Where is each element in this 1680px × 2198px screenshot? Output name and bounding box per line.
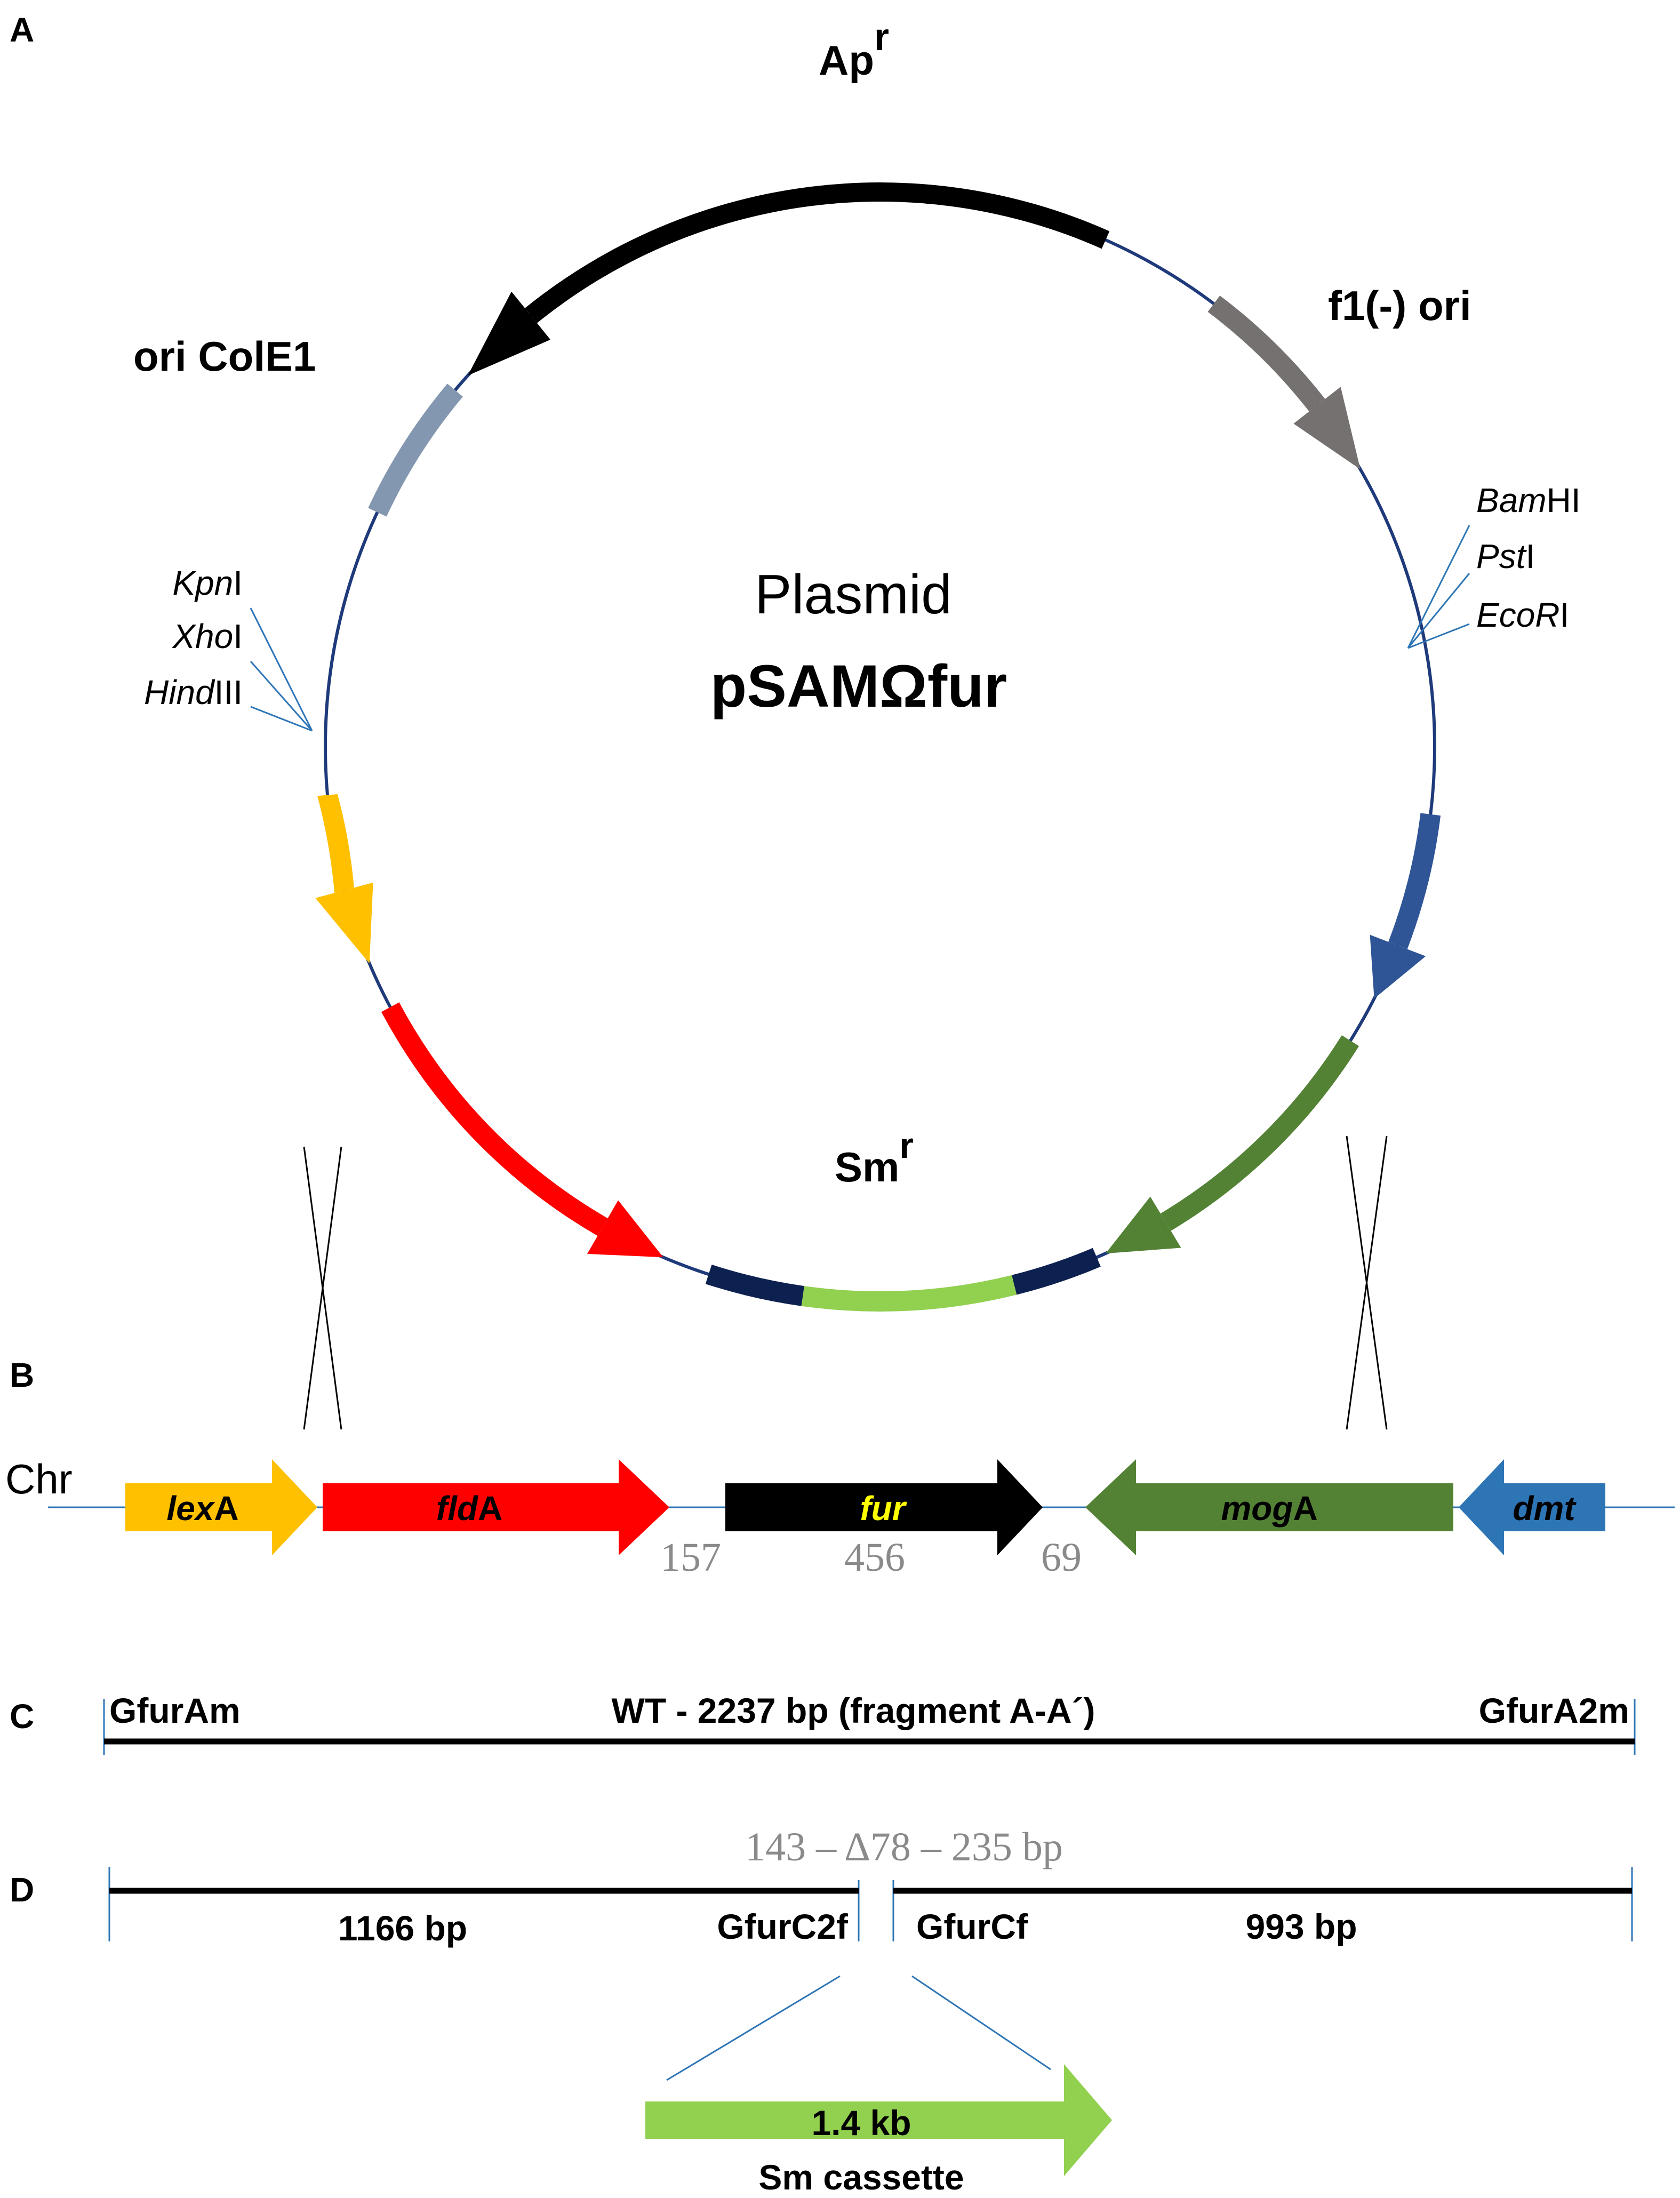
site-psti: PstI (1476, 537, 1535, 576)
red-gene-arrowhead (587, 1200, 663, 1258)
site-pointer (250, 661, 313, 731)
wt-fragment-title: WT - 2237 bp (fragment A-A´) (612, 1691, 1095, 1730)
primer-gfurcf: GfurCf (916, 1907, 1028, 1946)
green-gene-arc (1160, 1035, 1359, 1231)
site-pointer (250, 706, 313, 732)
spacer-length-157: 157 (660, 1535, 721, 1580)
spacer-length-69: 69 (1041, 1535, 1082, 1580)
site-xhoi: XhoI (171, 617, 243, 656)
red-gene-arc (381, 1002, 608, 1236)
f1-ori-label: f1(-) ori (1328, 282, 1471, 329)
restriction-sites-left: KpnI XhoI HindIII (144, 564, 313, 732)
panel-label-a: A (10, 11, 34, 49)
plasmid-name: pSAMΩfur (710, 653, 1007, 720)
site-bamhi: BamHI (1476, 481, 1581, 519)
site-pointer (250, 608, 313, 731)
site-ecori: EcoRI (1476, 596, 1569, 634)
ori-cole1-label: ori ColE1 (133, 333, 316, 380)
wt-fragment (103, 1699, 1636, 1755)
cassette-size: 1.4 kb (811, 2103, 911, 2143)
svg-text:mogA: mogA (1221, 1489, 1317, 1528)
svg-text:lexA: lexA (166, 1489, 238, 1528)
apr-arrowhead (468, 291, 550, 376)
primer-gfuram: GfurAm (109, 1691, 241, 1730)
gene-lexa: lexA (125, 1459, 317, 1555)
left-arm-size: 1166 bp (338, 1908, 467, 1948)
site-pointer (1407, 623, 1470, 649)
f1-ori-arrowhead (1293, 387, 1361, 469)
deletion-label: 143 – Δ78 – 235 bp (745, 1825, 1063, 1869)
green-gene-arrowhead (1106, 1196, 1181, 1254)
crossover-right (1346, 1136, 1388, 1430)
yellow-gene-arrowhead (315, 882, 373, 964)
fur-length-456: 456 (844, 1535, 905, 1580)
gene-moga: mogA (1085, 1459, 1453, 1555)
sm-cassette-arc (801, 1275, 1017, 1312)
site-pointer (1407, 573, 1470, 649)
panel-label-b: B (10, 1356, 34, 1394)
plasmid-title: Plasmid (755, 564, 952, 626)
right-arm-size: 993 bp (1245, 1907, 1357, 1946)
site-hindiii: HindIII (144, 673, 243, 712)
ori-cole1-block (368, 383, 463, 517)
panel-label-d: D (10, 1871, 34, 1909)
gene-flda: fldA (323, 1459, 669, 1555)
gene-fur: fur (725, 1459, 1043, 1555)
yellow-gene-arc (317, 794, 354, 893)
apr-gene-arc (525, 182, 1110, 323)
site-pointer (1407, 525, 1470, 649)
primer-gfurc2f: GfurC2f (717, 1907, 849, 1946)
sm-cassette-arrow: 1.4 kb Sm cassette (645, 2064, 1112, 2197)
sm-cassette-flank-right (1012, 1248, 1101, 1295)
plasmid-features (315, 182, 1441, 1312)
deletion-fragment (108, 1867, 1633, 2081)
cassette-name: Sm cassette (758, 2157, 964, 2197)
apr-label: Apr (819, 16, 889, 84)
site-kpni: KpnI (172, 564, 243, 602)
svg-text:fldA: fldA (436, 1489, 502, 1528)
restriction-sites-right: BamHI PstI EcoRI (1407, 481, 1581, 649)
primer-gfura2m: GfurA2m (1479, 1691, 1629, 1730)
svg-text:dmt: dmt (1513, 1489, 1577, 1528)
panel-label-c: C (10, 1697, 34, 1736)
chromosome-label: Chr (5, 1456, 73, 1502)
svg-text:fur: fur (860, 1489, 907, 1528)
sm-cassette-flank-left (705, 1265, 804, 1306)
blue-gene-arrowhead (1370, 934, 1426, 999)
blue-gene-arc (1388, 813, 1441, 949)
gene-dmt: dmt (1459, 1459, 1605, 1555)
f1-ori-arc (1207, 295, 1325, 412)
crossover-left (303, 1146, 342, 1430)
smr-label: Smr (835, 1125, 914, 1190)
